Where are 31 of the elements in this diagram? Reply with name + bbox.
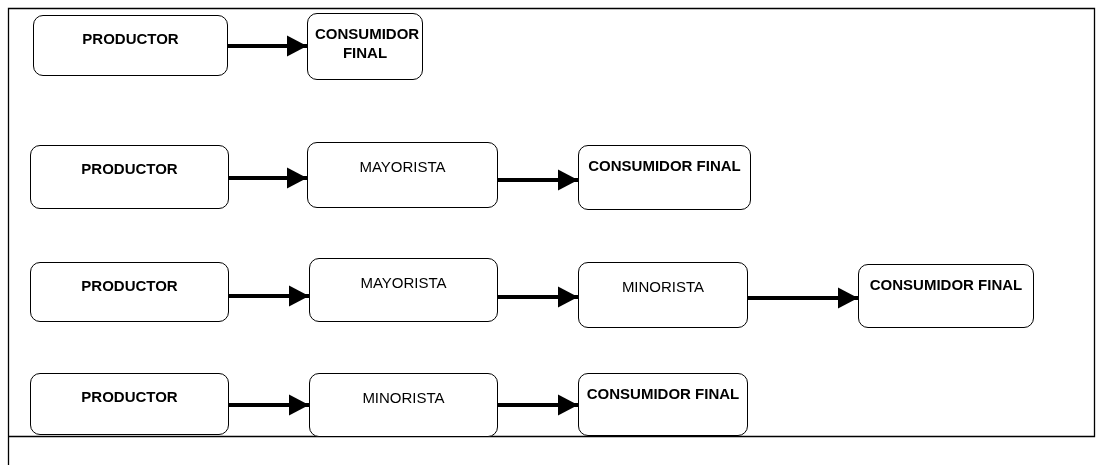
process-box: [30, 145, 229, 209]
process-box: [309, 373, 498, 437]
arrow: [748, 287, 858, 309]
box-label: PRODUCTOR: [81, 387, 178, 406]
box-label: PRODUCTOR: [81, 159, 178, 178]
process-box: [309, 258, 498, 322]
process-box: [858, 264, 1034, 328]
arrow: [229, 394, 309, 416]
arrow: [498, 394, 578, 416]
process-box: [307, 142, 498, 208]
box-label: CONSUMIDOR FINAL: [588, 156, 741, 175]
box-label: MINORISTA: [362, 388, 445, 407]
arrow: [229, 285, 309, 307]
arrow: [498, 169, 578, 191]
box-label: PRODUCTOR: [81, 276, 178, 295]
process-box: [307, 13, 423, 80]
box-label: PRODUCTOR: [82, 29, 179, 48]
process-box: [578, 373, 748, 436]
process-box: [30, 262, 229, 322]
box-label: MAYORISTA: [360, 273, 447, 292]
arrow: [498, 286, 578, 308]
box-label: CONSUMIDOR FINAL: [869, 275, 1023, 294]
process-box: [578, 145, 751, 210]
arrow: [228, 35, 307, 57]
box-label: MINORISTA: [621, 277, 705, 296]
arrow: [229, 167, 307, 189]
box-label: MAYORISTA: [359, 157, 446, 176]
box-label: CONSUMIDOR FINAL: [586, 384, 740, 403]
process-box: [30, 373, 229, 435]
process-box: [578, 262, 748, 328]
process-box: [33, 15, 228, 76]
